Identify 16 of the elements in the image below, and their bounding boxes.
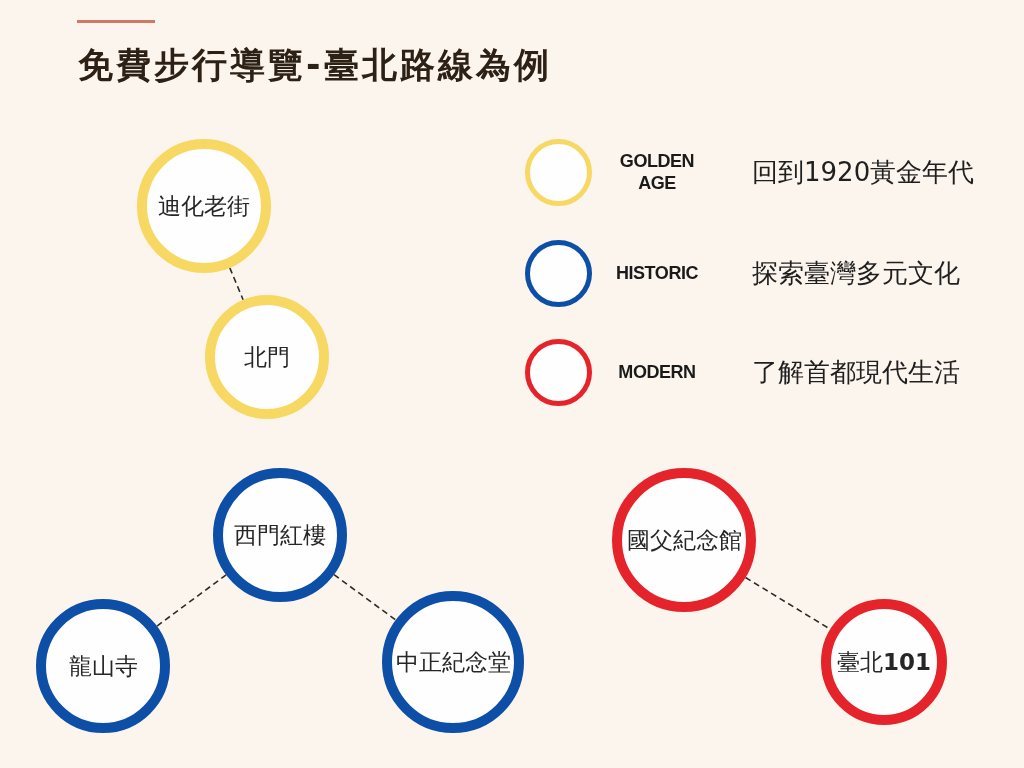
place-name: 迪化老街 bbox=[158, 191, 250, 221]
place-name: 中正紀念堂 bbox=[395, 647, 511, 677]
place-name: 北門 bbox=[244, 342, 290, 372]
place-name: 龍山寺 bbox=[68, 651, 138, 681]
legend-label: MODERN bbox=[617, 361, 697, 384]
legend-label: GOLDEN AGE bbox=[618, 150, 696, 195]
dashed-connector bbox=[333, 573, 397, 621]
dashed-connector bbox=[156, 574, 227, 627]
legend-description: 回到1920黃金年代 bbox=[752, 156, 975, 189]
legend-description: 探索臺灣多元文化 bbox=[752, 257, 960, 290]
title: 免費步行導覽-臺北路線為例 bbox=[78, 44, 552, 87]
legend-label: HISTORIC bbox=[614, 262, 700, 285]
place-name: 臺北101 bbox=[837, 647, 931, 677]
place-name: 西門紅樓 bbox=[234, 520, 326, 550]
legend-description: 了解首都現代生活 bbox=[752, 356, 960, 389]
place-name: 國父紀念館 bbox=[626, 525, 742, 555]
